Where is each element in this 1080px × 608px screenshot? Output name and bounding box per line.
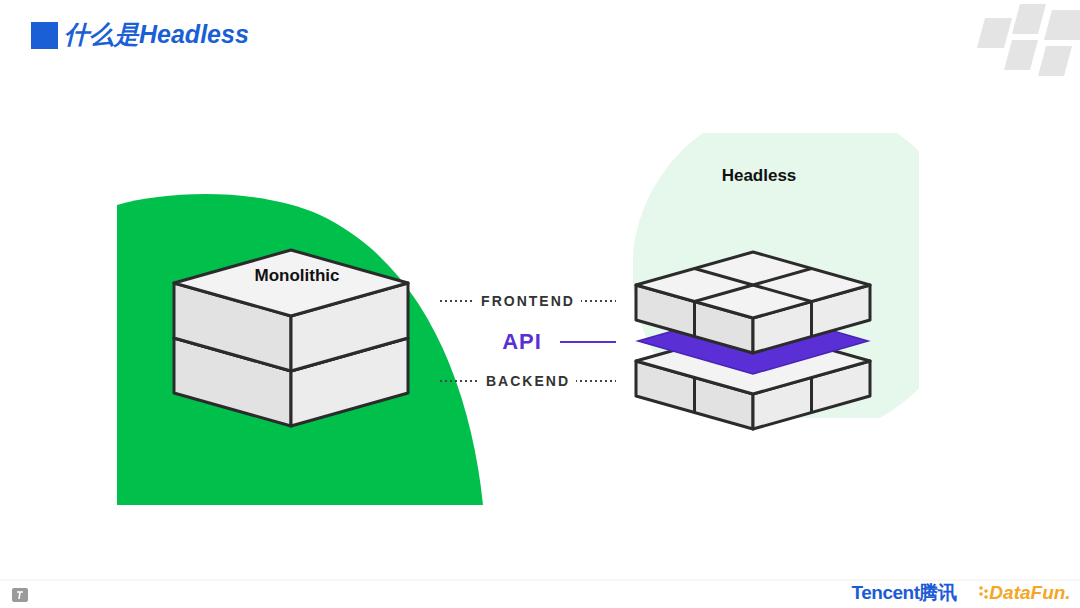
datafun-dots (979, 586, 988, 599)
layer-label: FRONTEND (475, 293, 581, 309)
slide-title: 什么是Headless (64, 18, 249, 51)
api-label: API (502, 329, 542, 355)
footer-rule (0, 580, 1080, 581)
node-label: Headless (630, 166, 888, 186)
headless-top-slab (636, 252, 870, 353)
corner-deco (977, 4, 1080, 76)
monolith-node: Monolithic (168, 246, 426, 432)
footer-icon (12, 588, 28, 602)
datafun-logo: DataFun. (989, 582, 1070, 604)
headless-node: Headless (630, 160, 888, 435)
title-marker (31, 22, 58, 49)
tencent-logo: Tencent腾讯 (852, 580, 957, 606)
green-blob (117, 194, 483, 505)
layer-label: BACKEND (480, 373, 576, 389)
node-label: Monolithic (168, 266, 426, 286)
api-leader (560, 341, 616, 343)
footer-icon-mark (17, 592, 23, 599)
